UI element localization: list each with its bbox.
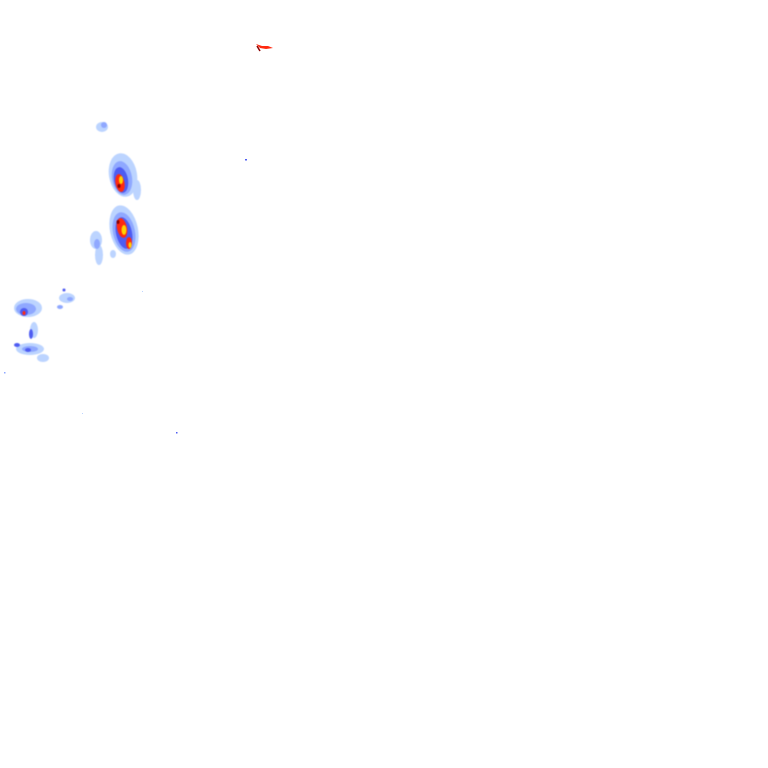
echo-cell-trailing-band <box>90 231 116 265</box>
echo-cell-upper-storm <box>108 153 141 200</box>
echo-cell-small-nw <box>96 122 108 132</box>
echo-cell-north-speck <box>256 44 273 52</box>
echo-cell-west-fragment <box>57 288 75 309</box>
scattered-specks <box>4 159 247 434</box>
echo-cell-lower-storm <box>109 205 139 255</box>
echo-cell-west-cluster <box>14 299 49 362</box>
